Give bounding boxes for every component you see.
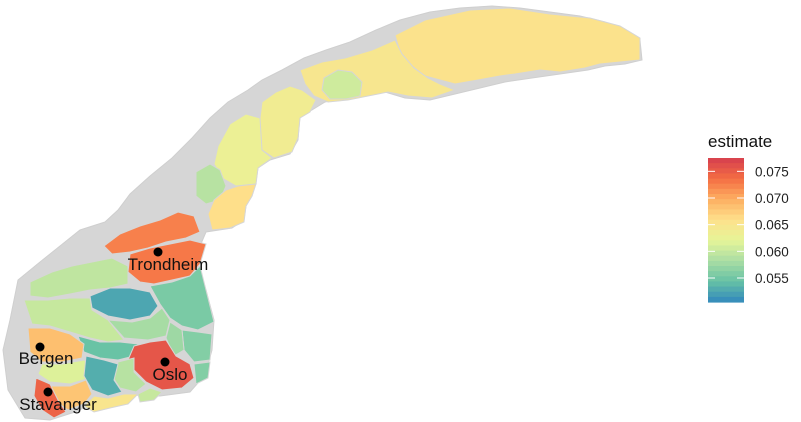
colorbar-segment <box>708 235 744 241</box>
tick-label: 0.065 <box>755 218 789 233</box>
colorbar-segment <box>708 209 744 216</box>
colorbar-segment <box>708 173 744 180</box>
colorbar-segment <box>708 240 744 247</box>
city-stavanger: Stavanger <box>19 387 97 414</box>
colorbar-segment <box>708 183 744 190</box>
colorbar-segment <box>708 178 744 185</box>
county-regions <box>23 7 641 419</box>
colorbar-segment <box>708 260 744 267</box>
legend-ticks: 0.075 0.070 0.065 0.060 0.055 <box>708 164 789 286</box>
legend-tick: 0.075 <box>708 164 789 179</box>
colorbar-segment <box>708 224 744 231</box>
tick-label: 0.075 <box>755 164 789 179</box>
region-west-green <box>23 297 125 343</box>
colorbar-segment <box>708 281 744 288</box>
legend-title: estimate <box>708 132 772 151</box>
colorbar-segment <box>708 163 744 169</box>
colorbar-segment <box>708 296 744 303</box>
tick-label: 0.070 <box>755 191 789 206</box>
city-label: Bergen <box>19 349 74 368</box>
region-nordland-south <box>207 183 257 231</box>
region-agder-green <box>137 387 163 403</box>
legend-tick: 0.070 <box>708 191 789 206</box>
colorbar-segment <box>708 291 744 298</box>
city-dot <box>43 387 53 397</box>
city-label: Stavanger <box>19 395 97 414</box>
colorbar-segment <box>708 250 744 257</box>
region-ostfold <box>193 361 211 385</box>
colorbar-segment <box>708 276 744 283</box>
colorbar-segment <box>708 188 744 195</box>
tick-label: 0.055 <box>755 271 789 286</box>
colorbar-segment <box>708 219 744 226</box>
colorbar-segment <box>708 158 744 164</box>
city-label: Oslo <box>153 365 188 384</box>
city-markers: Trondheim Bergen Oslo Stavanger <box>19 247 209 414</box>
region-finnmark <box>394 7 641 85</box>
region-trondelag-coast <box>103 211 201 255</box>
city-dot <box>153 247 163 257</box>
city-dot <box>35 342 45 352</box>
legend-colorbar <box>708 158 744 303</box>
colorbar-segment <box>708 245 744 252</box>
colorbar-segment <box>708 286 744 293</box>
region-sogn <box>29 257 129 299</box>
region-hedmark-north <box>149 265 215 331</box>
colorbar-segment <box>708 204 744 211</box>
legend-tick: 0.055 <box>708 271 789 286</box>
region-trondelag <box>127 239 207 285</box>
city-dot <box>160 357 170 367</box>
colorbar-segment <box>708 199 744 205</box>
colorbar-segment <box>708 266 744 272</box>
colorbar-segment <box>708 214 744 221</box>
legend: estimate 0.075 0.070 0.065 0.060 0.055 <box>708 132 789 303</box>
region-bergen-orange <box>27 327 85 363</box>
tick-label: 0.060 <box>755 244 789 259</box>
colorbar-segment <box>708 194 744 200</box>
city-oslo: Oslo <box>153 357 188 384</box>
colorbar-segment <box>708 255 744 262</box>
region-valdres <box>106 307 171 341</box>
colorbar-segment <box>708 230 744 236</box>
colorbar-segment <box>708 168 744 175</box>
city-trondheim: Trondheim <box>128 247 209 274</box>
legend-tick: 0.065 <box>708 218 789 233</box>
region-nordland-mid <box>213 113 273 187</box>
colorbar-segment <box>708 271 744 277</box>
region-troms-green <box>321 69 363 100</box>
region-oppland-blue <box>89 287 159 321</box>
region-stavanger-red <box>33 377 67 419</box>
city-label: Trondheim <box>128 255 209 274</box>
city-bergen: Bergen <box>19 342 74 368</box>
legend-tick: 0.060 <box>708 244 789 259</box>
